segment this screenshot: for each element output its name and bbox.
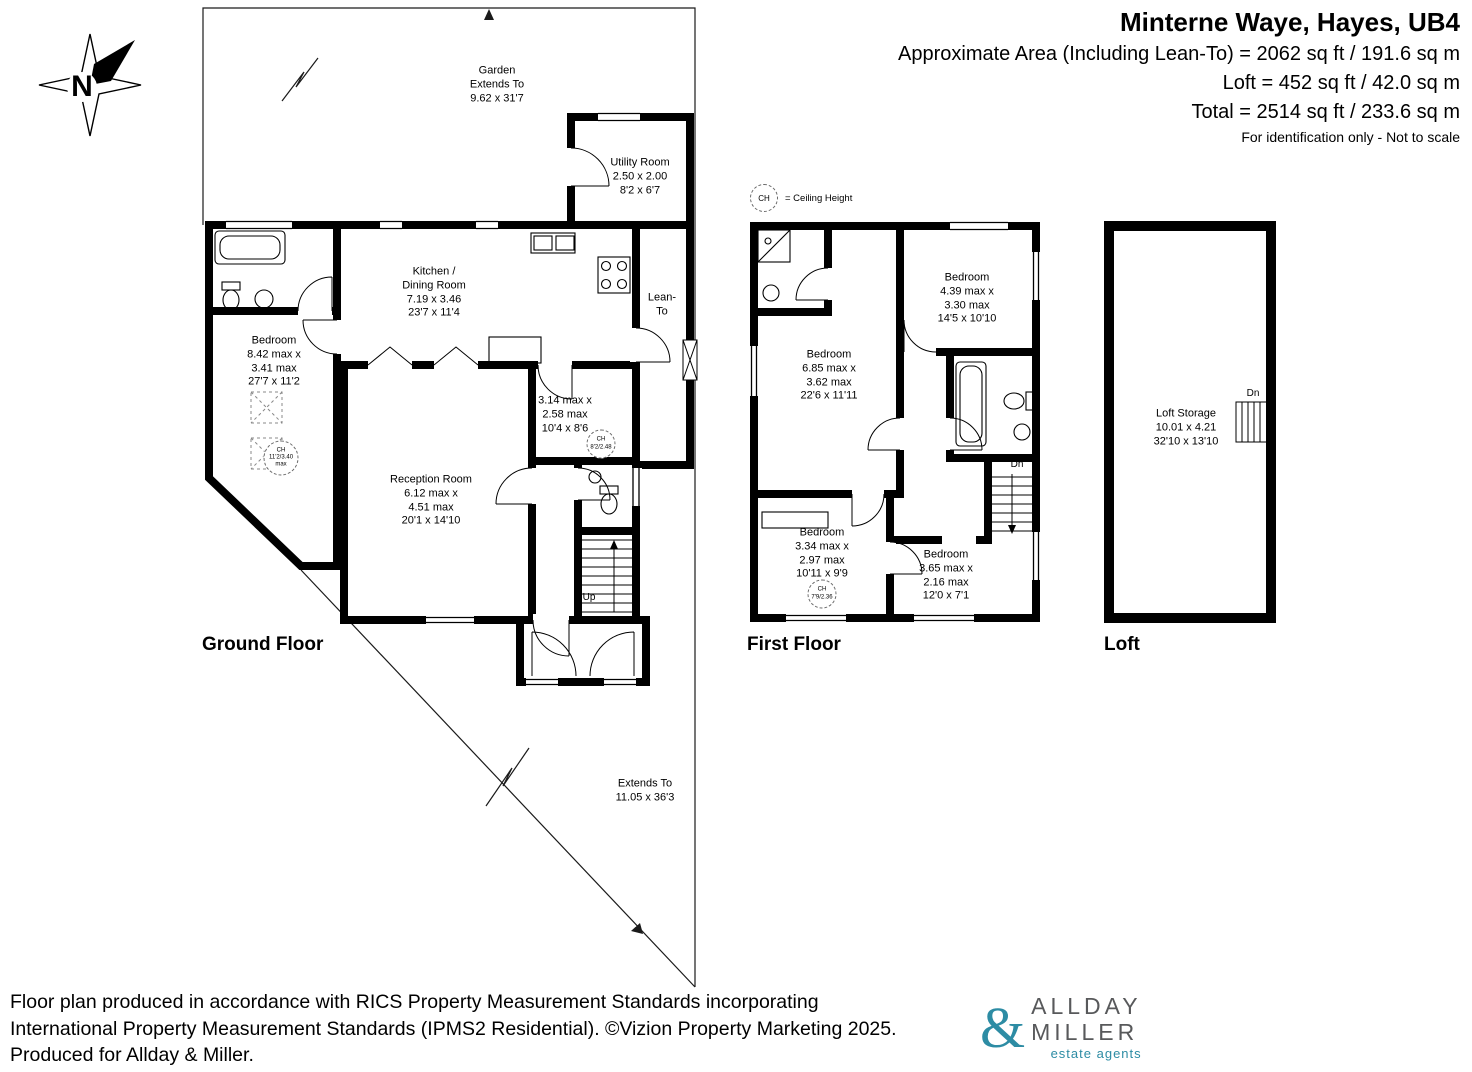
utility-room-label: Utility Room 2.50 x 2.00 8'2 x 6'7: [610, 156, 670, 196]
lean-to-label: Lean- To: [647, 291, 677, 317]
ceiling-height-legend: CH = Ceiling Height: [750, 184, 852, 212]
middle-room-label: 3.14 max x 2.58 max 10'4 x 8'6: [538, 394, 592, 434]
garden-extends-label: Extends To 11.05 x 36'3: [615, 777, 675, 803]
title-block: Minterne Waye, Hayes, UB4 Approximate Ar…: [898, 6, 1460, 148]
agency-logo: & ALLDAY MILLER estate agents: [980, 993, 1142, 1062]
scale-note: For identification only - Not to scale: [1241, 128, 1460, 145]
garden-outline: [202, 7, 696, 988]
gf-bedroom-label: Bedroom 8.42 max x 3.41 max 27'7 x 11'2: [247, 334, 301, 388]
ff-stairs-down-label: Dn: [1010, 458, 1024, 470]
ground-floor-plan: [205, 111, 698, 687]
loft-stairs-down-label: Dn: [1246, 387, 1260, 399]
ff-bedroom-bottom-right-label: Bedroom 3.65 max x 2.16 max 12'0 x 7'1: [919, 548, 973, 602]
ceiling-height-badge: CH 8'2/2.48: [586, 429, 616, 459]
ff-bedroom-left-label: Bedroom 6.85 max x 3.62 max 22'6 x 11'11: [800, 348, 858, 402]
logo-name-bottom: MILLER: [1031, 1018, 1139, 1045]
page-title: Minterne Waye, Hayes, UB4: [1119, 7, 1460, 37]
ch-symbol-icon: CH: [750, 184, 778, 212]
first-floor-plan: [748, 220, 1042, 624]
garden-label: Garden Extends To 9.62 x 31'7: [469, 64, 525, 104]
disclaimer-line-1: Floor plan produced in accordance with R…: [10, 991, 819, 1013]
reception-label: Reception Room 6.12 max x 4.51 max 20'1 …: [390, 473, 472, 527]
compass-icon: [38, 33, 142, 137]
loft-storage-label: Loft Storage 10.01 x 4.21 32'10 x 13'10: [1153, 407, 1219, 447]
ff-bedroom-bottom-left-label: Bedroom 3.34 max x 2.97 max 10'11 x 9'9: [795, 526, 849, 580]
loft-plan: [1104, 221, 1276, 623]
logo-name-top: ALLDAY: [1031, 993, 1142, 1019]
logo-tagline: estate agents: [1050, 1045, 1142, 1061]
compass-north-label: N: [71, 70, 93, 103]
area-line-loft: Loft = 452 sq ft / 42.0 sq m: [1222, 71, 1460, 94]
area-line-total: Total = 2514 sq ft / 233.6 sq m: [1191, 100, 1461, 123]
ground-floor-title: Ground Floor: [202, 634, 324, 655]
legend-text: = Ceiling Height: [785, 192, 853, 204]
disclaimer: Floor plan produced in accordance with R…: [10, 989, 897, 1069]
ceiling-height-badge: CH 11'2/3.40 max: [263, 440, 299, 476]
kitchen-label: Kitchen / Dining Room 7.19 x 3.46 23'7 x…: [402, 265, 466, 319]
stairs-up-label: Up: [582, 591, 596, 603]
logo-ampersand: &: [980, 995, 1026, 1061]
ff-bedroom-top-right-label: Bedroom 4.39 max x 3.30 max 14'5 x 10'10: [937, 271, 997, 325]
ceiling-height-badge: CH 7'9/2.36: [807, 579, 837, 609]
disclaimer-line-3: Produced for Allday & Miller.: [10, 1044, 254, 1067]
area-line-total-approx: Approximate Area (Including Lean-To) = 2…: [898, 42, 1460, 65]
loft-title: Loft: [1104, 634, 1140, 655]
disclaimer-line-2: International Property Measurement Stand…: [10, 1017, 897, 1040]
first-floor-title: First Floor: [747, 634, 841, 655]
